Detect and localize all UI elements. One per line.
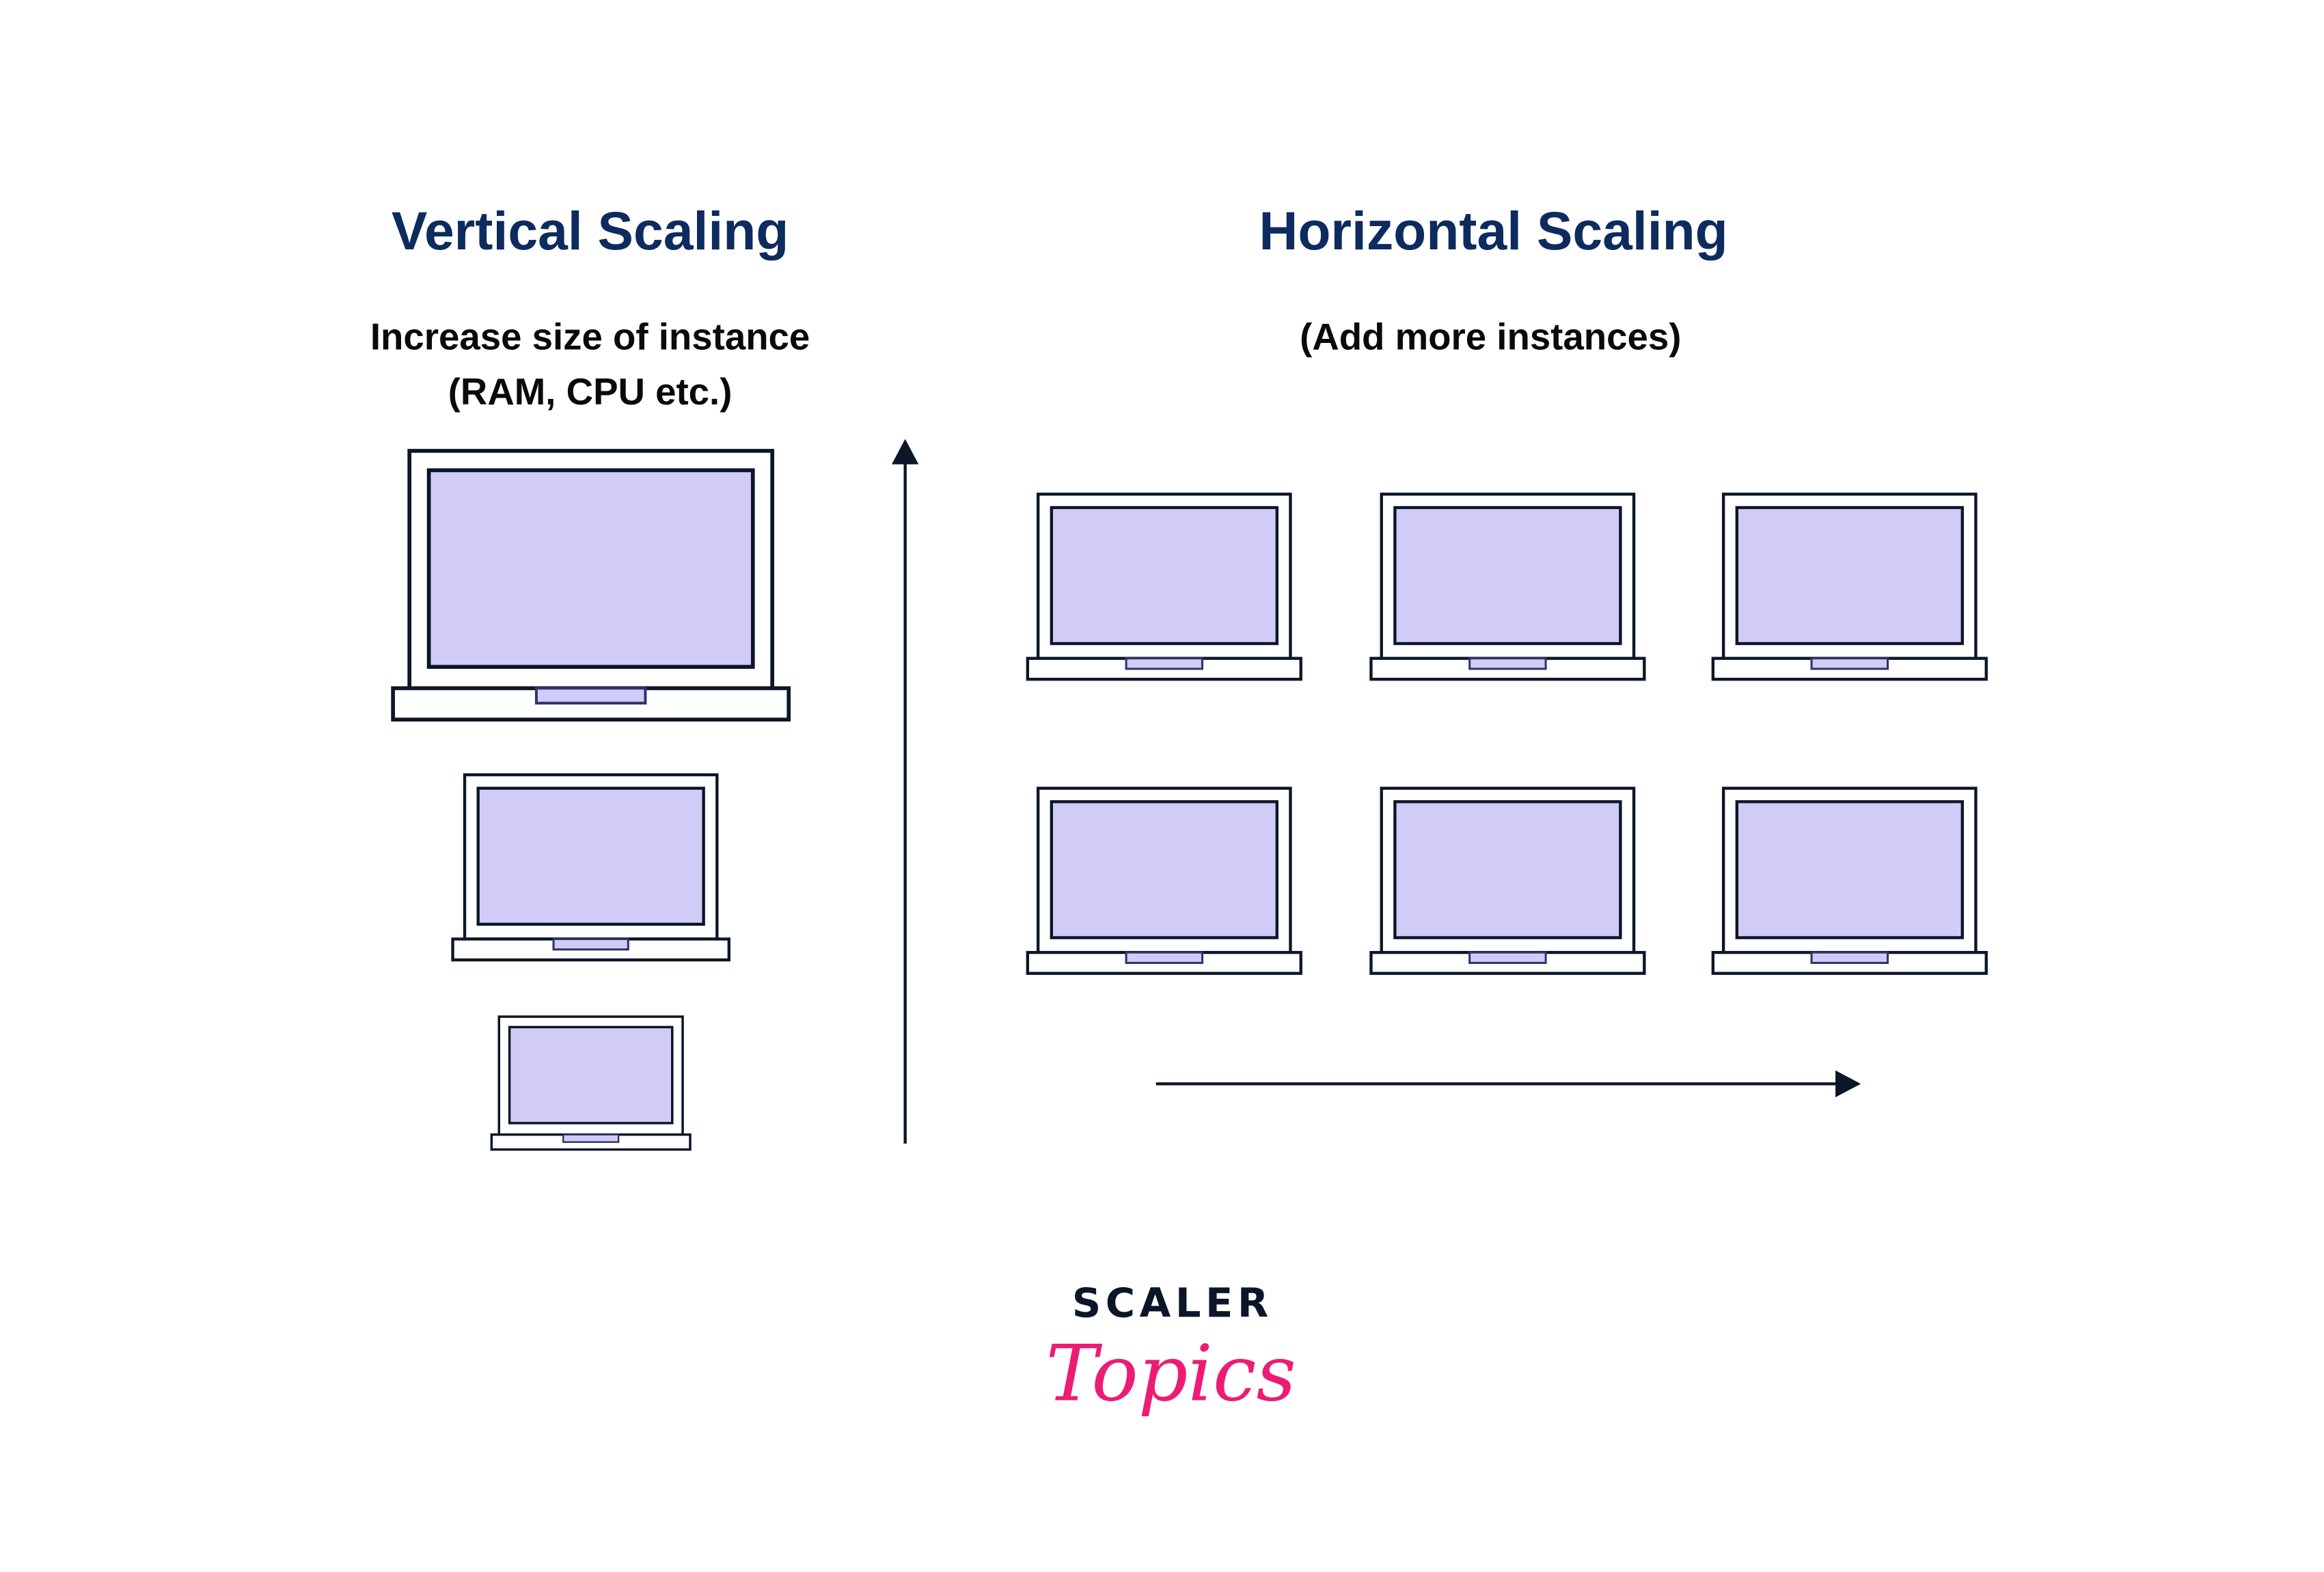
laptop-screen xyxy=(1050,800,1279,939)
laptop-screen xyxy=(1393,800,1622,939)
laptop-trackpad xyxy=(562,1133,620,1143)
vertical-scaling-title: Vertical Scaling xyxy=(392,201,789,261)
vertical-arrow xyxy=(891,439,919,1144)
laptop-screen xyxy=(426,468,755,669)
vertical-subtitle-line1: Increase size of instance xyxy=(370,316,810,357)
laptop-trackpad xyxy=(1125,657,1204,670)
horizontal-subtitle: (Add more instances) xyxy=(1300,316,1681,357)
vertical-subtitle-line2: (RAM, CPU etc.) xyxy=(448,371,733,413)
logo-scaler-text: SCALER xyxy=(1072,1279,1273,1326)
laptop-screen xyxy=(476,786,705,926)
scaler-topics-logo: SCALER Topics xyxy=(1045,1279,1296,1418)
laptop-medium xyxy=(451,773,730,962)
laptop-trackpad xyxy=(1125,951,1204,964)
laptop-instance-1 xyxy=(1026,493,1302,681)
laptop-screen xyxy=(1050,506,1279,646)
laptop-screen xyxy=(1393,506,1622,646)
laptop-trackpad xyxy=(534,687,647,705)
laptop-trackpad xyxy=(1468,951,1547,964)
logo-topics-text: Topics xyxy=(1045,1329,1296,1419)
laptop-trackpad xyxy=(1810,657,1889,670)
horizontal-scaling-title: Horizontal Scaling xyxy=(1259,201,1728,261)
laptop-trackpad xyxy=(1468,657,1547,670)
laptop-instance-2 xyxy=(1369,493,1646,681)
laptop-instance-4 xyxy=(1026,786,1302,975)
laptop-screen xyxy=(508,1025,674,1125)
laptop-trackpad xyxy=(1810,951,1889,964)
laptop-small xyxy=(490,1015,692,1151)
horizontal-arrow xyxy=(1156,1070,1861,1098)
laptop-screen xyxy=(1735,506,1964,646)
laptop-instance-6 xyxy=(1711,786,1988,975)
laptop-instance-5 xyxy=(1369,786,1646,975)
laptop-group xyxy=(391,449,1988,1151)
laptop-large xyxy=(391,449,791,722)
laptop-trackpad xyxy=(552,937,629,951)
laptop-instance-3 xyxy=(1711,493,1988,681)
laptop-screen xyxy=(1735,800,1964,939)
